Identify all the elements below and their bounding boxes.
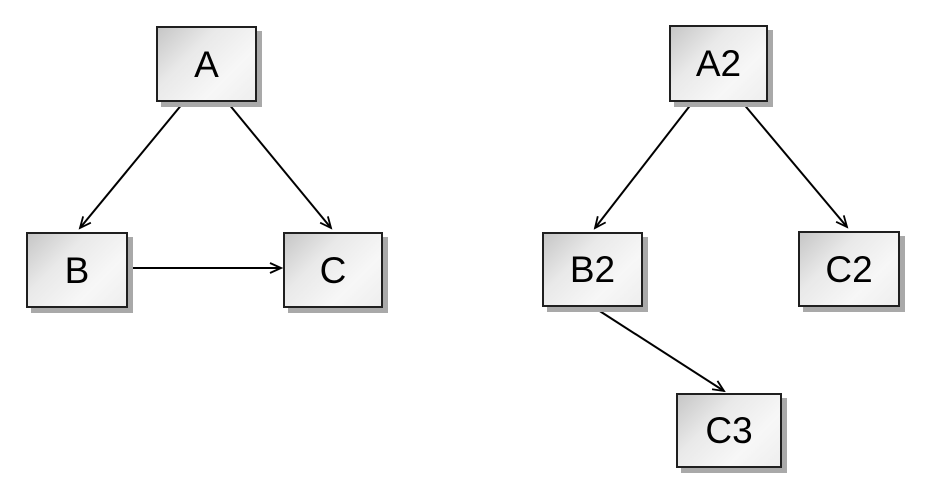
node-A: A: [156, 26, 257, 102]
edge-A2-B2: [595, 102, 693, 228]
edge-A-B: [80, 102, 184, 228]
node-label: C2: [825, 248, 873, 290]
node-A2: A2: [669, 25, 768, 102]
node-label: B2: [569, 249, 616, 290]
edge-B2-C3: [594, 307, 724, 391]
node-B2: B2: [542, 232, 643, 307]
node-label: C3: [705, 410, 753, 451]
node-label: A: [194, 43, 219, 85]
node-C2: C2: [798, 231, 900, 307]
node-label: A2: [695, 43, 742, 84]
node-B: B: [26, 232, 128, 308]
node-label: B: [64, 249, 90, 291]
edge-A-C: [227, 102, 331, 228]
node-C: C: [283, 232, 383, 308]
edge-A2-C2: [741, 101, 847, 227]
node-C3: C3: [676, 393, 782, 468]
node-label: C: [319, 249, 347, 291]
